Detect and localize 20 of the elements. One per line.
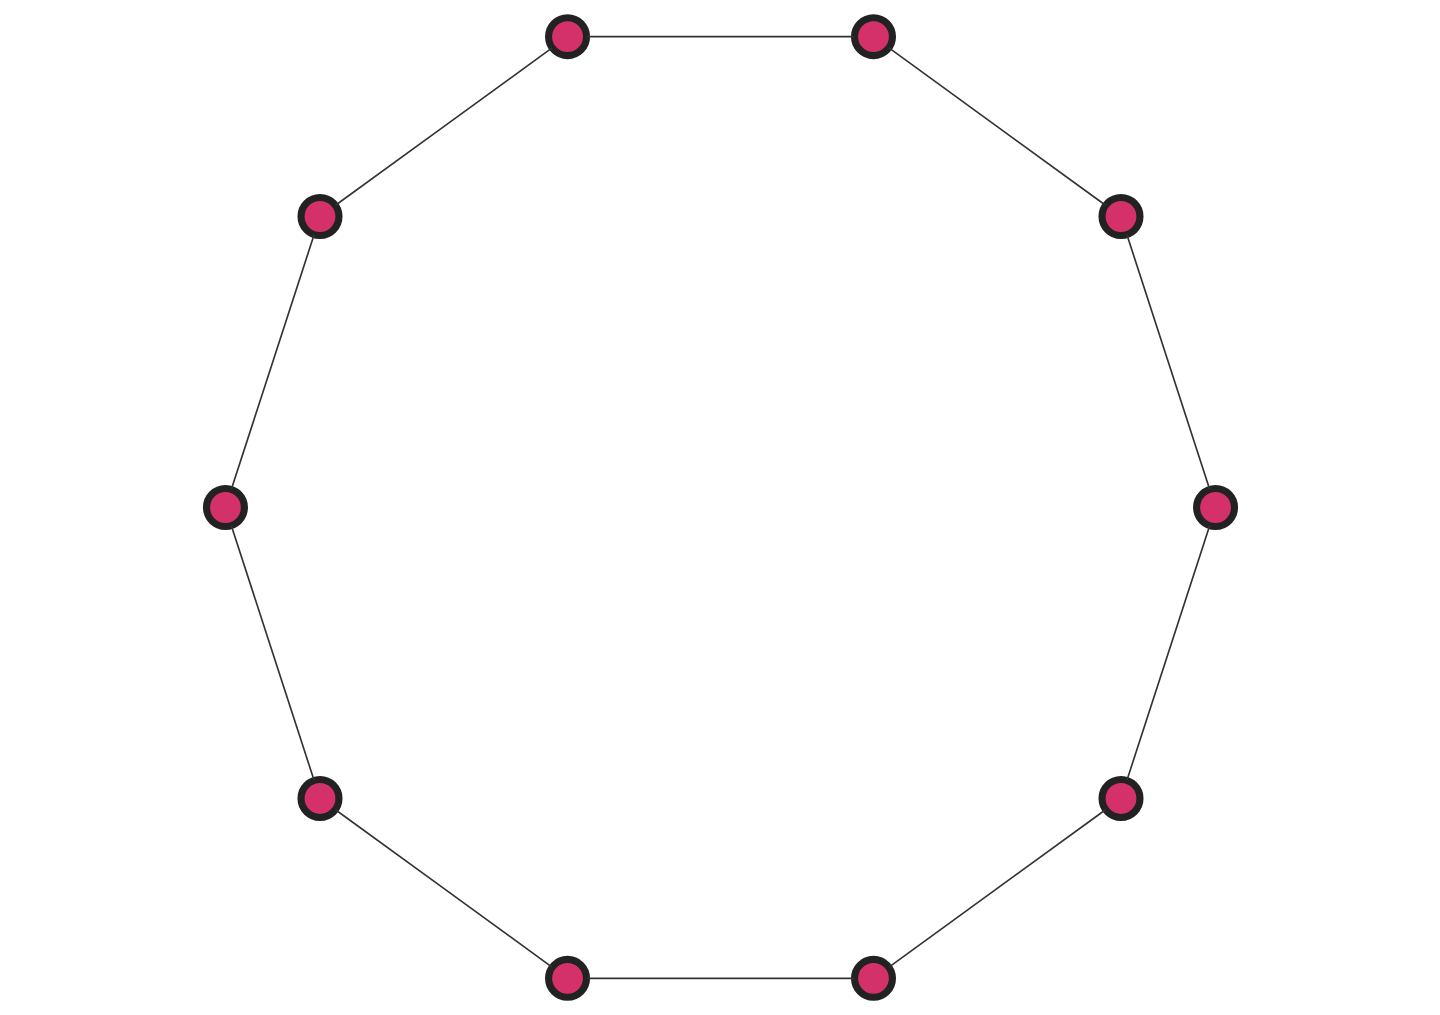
connector: [585, 977, 855, 980]
node-circle: [202, 484, 248, 531]
connector: [230, 524, 315, 782]
connector: [1125, 233, 1210, 491]
connector: [887, 808, 1106, 968]
connector: [1125, 524, 1210, 782]
connector: [585, 35, 855, 38]
node-circle: [850, 14, 896, 60]
node-circle: [296, 775, 342, 821]
node-circle: [544, 14, 590, 60]
connector: [887, 47, 1106, 207]
node-circle: [296, 194, 342, 240]
node-circle: [1098, 194, 1144, 240]
node-circle: [1192, 484, 1238, 531]
node-circle: [1098, 775, 1144, 821]
node-circle: [850, 955, 896, 1001]
connector: [334, 808, 553, 968]
connector: [230, 233, 315, 491]
node-circle: [544, 955, 590, 1001]
connector: [334, 47, 553, 207]
